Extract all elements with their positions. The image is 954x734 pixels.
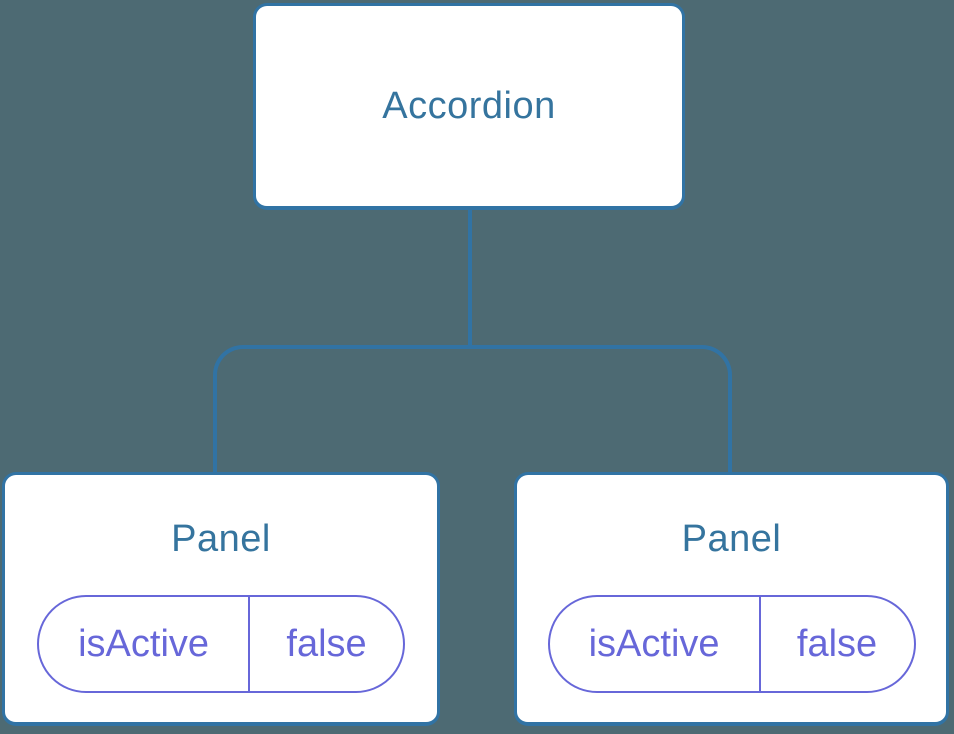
state-value-cell: false [250, 597, 403, 691]
state-key: isActive [78, 622, 210, 665]
state-value: false [286, 622, 367, 665]
panel-node-2: Panel isActive false [514, 472, 949, 726]
accordion-node: Accordion [253, 3, 685, 210]
state-value-cell: false [761, 597, 914, 691]
connector-stem [468, 209, 472, 347]
state-value: false [796, 622, 878, 665]
state-key-cell: isActive [39, 597, 251, 691]
panel-node-label: Panel [681, 518, 782, 560]
state-pill: isActive false [547, 595, 916, 693]
panel-node-1: Panel isActive false [2, 472, 440, 726]
accordion-node-label: Accordion [382, 85, 556, 127]
state-pill: isActive false [37, 595, 405, 693]
state-key-cell: isActive [550, 597, 761, 691]
connector-branches [213, 345, 732, 472]
panel-node-label: Panel [171, 518, 271, 560]
state-key: isActive [588, 622, 720, 665]
